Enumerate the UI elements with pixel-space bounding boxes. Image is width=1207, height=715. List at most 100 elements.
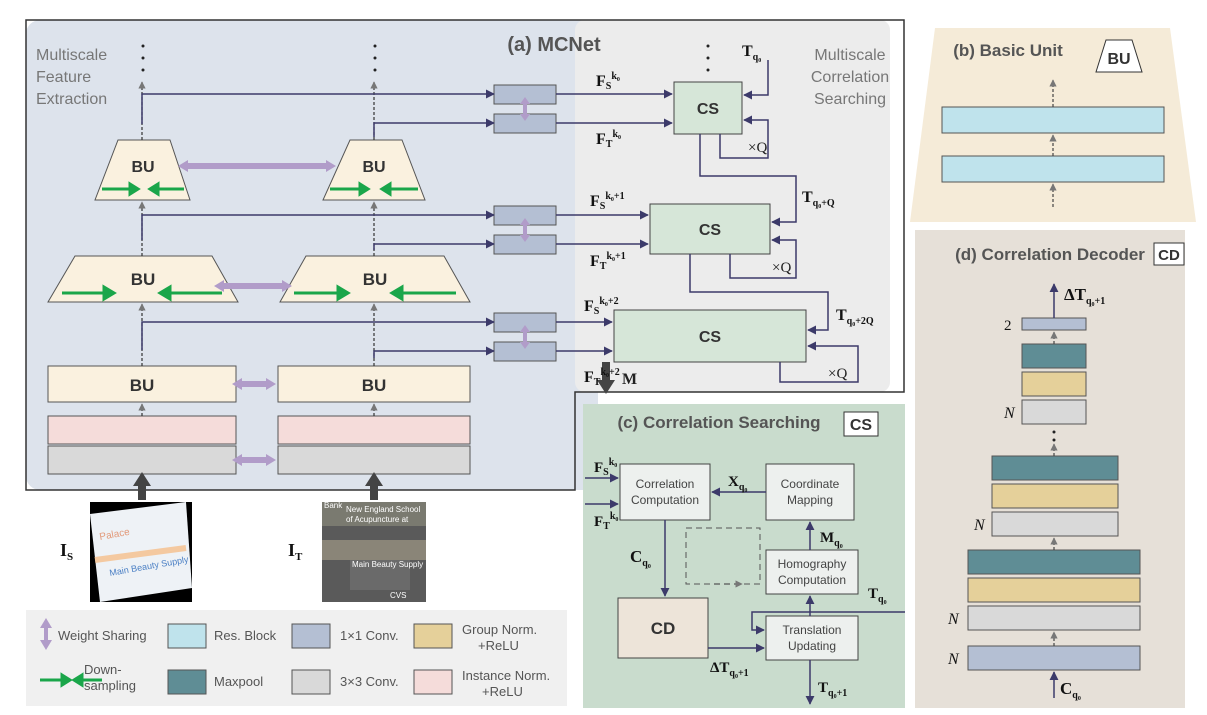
legend-inst-norm-2: +ReLU: [482, 684, 523, 699]
m-output-arrow-head: [597, 380, 615, 394]
d-n-label-1: N: [1003, 405, 1016, 422]
panel-c-labels: FSk₀ FTk₀ Xq₀ Cq₀ Mq₀ Tq₀ ΔTq₀+1 Tq₀+1: [594, 457, 887, 699]
m-label: M: [622, 371, 637, 388]
left-caption-3: Extraction: [36, 91, 107, 108]
panel-b-badge: BU: [1107, 51, 1130, 68]
panel-d-title: (d) Correlation Decoder: [955, 245, 1145, 264]
panel-a-title: (a) MCNet: [507, 34, 601, 56]
times-q-1: ×Q: [748, 140, 767, 156]
downsampling-arrows: [62, 181, 456, 302]
panel-d: (d) Correlation Decoder CD: [915, 230, 1185, 708]
m-output-arrow-stem: [602, 362, 610, 382]
res-block-1: [941, 106, 1165, 134]
dashed-loop-box: [685, 527, 761, 585]
d-two-label: 2: [1004, 318, 1012, 334]
legend-maxpool-swatch: [167, 669, 207, 695]
conv3x3-block-right: [277, 445, 471, 475]
coord-map-box: [765, 463, 855, 521]
feature-labels: FSk₀ FTk₀ FSk₀+1 FTk₀+1 FSk₀+2 FTk₀+2 Tq…: [584, 43, 874, 388]
d-n-label-3: N: [947, 611, 960, 628]
legend-inst-norm-swatch: [413, 669, 453, 695]
fs-k0-label: FSk₀: [596, 71, 620, 92]
ft-k1-label: FTk₀+1: [590, 251, 626, 272]
target-map-label-4: CVS: [390, 591, 406, 600]
legend-downsampling-2: sampling: [84, 678, 136, 693]
legend-weight-sharing: Weight Sharing: [58, 628, 147, 643]
coord-map-1: Coordinate: [781, 477, 840, 491]
corr-comp-1: Correlation: [636, 477, 695, 491]
bu-block-3-right: [322, 139, 426, 201]
c-m-label: Mq₀: [820, 530, 843, 549]
bu-block-3-left: [94, 139, 191, 201]
weight-sharing-arrows: [178, 160, 336, 466]
legend-group-norm-swatch: [413, 623, 453, 649]
input-images: Main Beauty Supply Palace IS New England…: [60, 501, 426, 602]
panel-c-badge: CS: [850, 417, 873, 434]
legend-group-norm-2: +ReLU: [478, 638, 519, 653]
panel-d-badge: CD: [1158, 247, 1180, 264]
cd-box: [617, 597, 709, 659]
c-c-label: Cq₀: [630, 547, 651, 569]
panel-b-title: (b) Basic Unit: [953, 41, 1063, 60]
target-map-label-1: New England School: [346, 505, 420, 514]
cd-label: CD: [651, 619, 676, 638]
legend-maxpool: Maxpool: [214, 674, 263, 689]
trans-2: Updating: [788, 639, 836, 653]
bu-label-3-right: BU: [362, 159, 385, 176]
panel-d-labels: ΔTq₀+1 2 N N N N Cq₀: [947, 285, 1105, 701]
c-x-label: Xq₀: [728, 474, 747, 493]
bu-label-3-left: BU: [131, 159, 154, 176]
d-n-label-4: N: [947, 651, 960, 668]
corr-comp-2: Computation: [631, 493, 699, 507]
bu-block-1-left: [47, 365, 237, 403]
homog-2: Computation: [778, 573, 846, 587]
c-fs-label: FSk₀: [594, 457, 617, 478]
legend-inst-norm-1: Instance Norm.: [462, 668, 550, 683]
left-caption-1: Multiscale: [36, 47, 107, 64]
legend-weight-sharing-icon: [40, 618, 52, 650]
target-image-label: IT: [288, 540, 303, 563]
legend-conv3x3: 3×3 Conv.: [340, 674, 399, 689]
times-q-3: ×Q: [828, 366, 847, 382]
source-image-road: [94, 545, 187, 563]
target-image-bldg: [350, 560, 410, 590]
homog-box: [765, 549, 859, 595]
fs-k2-label: FSk₀+2: [584, 296, 619, 317]
t-q02q-label: Tq₀+2Q: [836, 307, 874, 327]
c-t-label: Tq₀: [868, 586, 887, 605]
panel-b: (b) Basic Unit BU: [910, 28, 1196, 222]
fs-k1-label: FSk₀+1: [590, 191, 625, 212]
conv3x3-block-left: [47, 445, 237, 475]
legend-conv3x3-swatch: [291, 669, 331, 695]
homog-1: Homography: [778, 557, 847, 571]
panel-b-badge-shape: [1095, 39, 1143, 73]
decoder-stack: [967, 317, 1141, 671]
t-q0-label: Tq₀: [742, 43, 761, 63]
times-q-2: ×Q: [772, 260, 791, 276]
legend-downsampling-1: Down-: [84, 662, 122, 677]
legend-conv1x1: 1×1 Conv.: [340, 628, 399, 643]
target-map-label-2: of Acupuncture at: [346, 515, 409, 524]
legend-group-norm-1: Group Norm.: [462, 622, 537, 637]
image-input-arrows: [133, 472, 383, 500]
right-caption-3: Searching: [814, 91, 886, 108]
coord-map-2: Mapping: [787, 493, 833, 507]
right-caption-1: Multiscale: [814, 47, 885, 64]
bu-block-1-right: [277, 365, 471, 403]
trans-1: Translation: [783, 623, 842, 637]
instnorm-block-right: [277, 415, 471, 445]
panel-a-border: [25, 19, 905, 491]
left-caption-2: Feature: [36, 69, 91, 86]
cs-box-2: [649, 203, 771, 255]
c-t1-label: Tq₀+1: [818, 680, 847, 699]
source-map-label-2: Palace: [99, 527, 131, 543]
panel-c-badge-box: [843, 411, 879, 437]
panel-c-flow: [585, 473, 905, 705]
cs-loops: [689, 60, 859, 383]
bu-label-2-right: BU: [363, 270, 388, 289]
source-image-label: IS: [60, 540, 73, 563]
t-q0q-label: Tq₀+Q: [802, 189, 835, 209]
corr-comp-box: [619, 463, 711, 521]
panel-d-badge-box: [1153, 242, 1185, 266]
